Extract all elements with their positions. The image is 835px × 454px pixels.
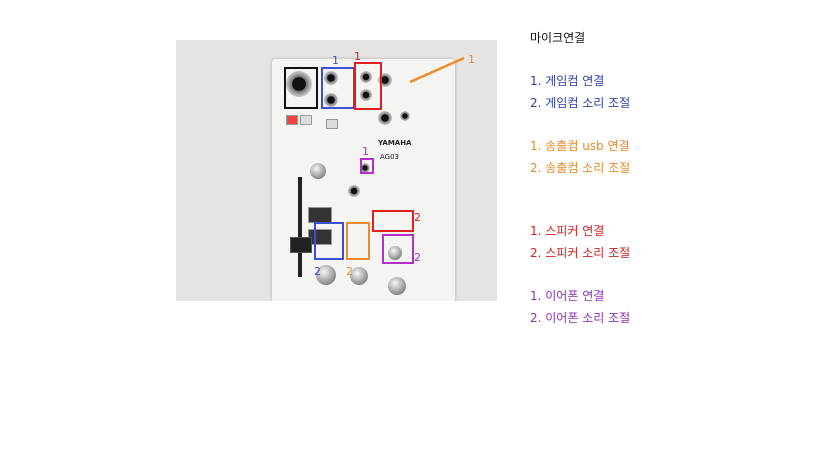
rca-jack-icon [360,89,372,101]
marker-label: 2 [346,265,353,278]
legend-ear-2: 2. 이어폰 소리 조절 [530,311,631,325]
earphone-jack-box [360,158,374,174]
input-jack-icon [324,93,338,107]
marker-label: 2 [414,251,421,264]
aux-jack-icon [348,185,360,197]
legend-speaker-2: 2. 스피커 소리 조절 [530,246,631,260]
knob-icon [388,277,406,295]
speaker-output-box [354,62,382,110]
xlr-jack-icon [286,71,312,97]
marker-label: 1 [354,50,361,63]
pointer-line [409,56,465,84]
knob-icon [316,265,336,285]
legend-game-2: 2. 게임컴 소리 조절 [530,96,631,110]
knob-icon [310,163,326,179]
mixer-body: YAMAHA AG03 [272,59,455,301]
rca-jack-icon [360,71,372,83]
headphone-jack-icon [400,111,410,121]
earphone-volume-box [382,234,414,264]
legend-ear-1: 1. 이어폰 연결 [530,289,605,303]
marker-label: 1 [468,53,475,66]
usb-pointer-line [409,56,465,84]
mic-jack-icon [360,163,370,173]
marker-label: 2 [314,265,321,278]
knob-icon [350,267,368,285]
marker-label: 1 [362,145,369,158]
marker-label: 2 [414,211,421,224]
button-icon [286,115,298,125]
brand-label: YAMAHA [378,139,412,147]
model-label: AG03 [380,153,399,161]
legend-stream-1: 1. 송출컴 usb 연결 [530,139,630,153]
mic-input-box [284,67,318,109]
legend-mic: 마이크연결 [530,31,586,45]
button-icon [326,119,338,129]
marker-label: 1 [332,54,339,67]
speaker-volume-box [372,210,414,232]
legend-speaker-1: 1. 스피커 연결 [530,224,605,238]
output-jack-icon [378,111,392,125]
legend-stream-2: 2. 송출컴 소리 조절 [530,161,631,175]
knob-icon [388,246,402,260]
input-jack-icon [324,71,338,85]
button-icon [300,115,312,125]
fader-track [298,177,302,277]
fader-handle-icon [290,237,312,253]
game-pc-volume-box [314,222,344,260]
mixer-photo: YAMAHA AG03 1 1 1 1 2 2 2 2 [176,40,497,301]
stream-pc-volume-box [346,222,370,260]
legend-game-1: 1. 게임컴 연결 [530,74,605,88]
